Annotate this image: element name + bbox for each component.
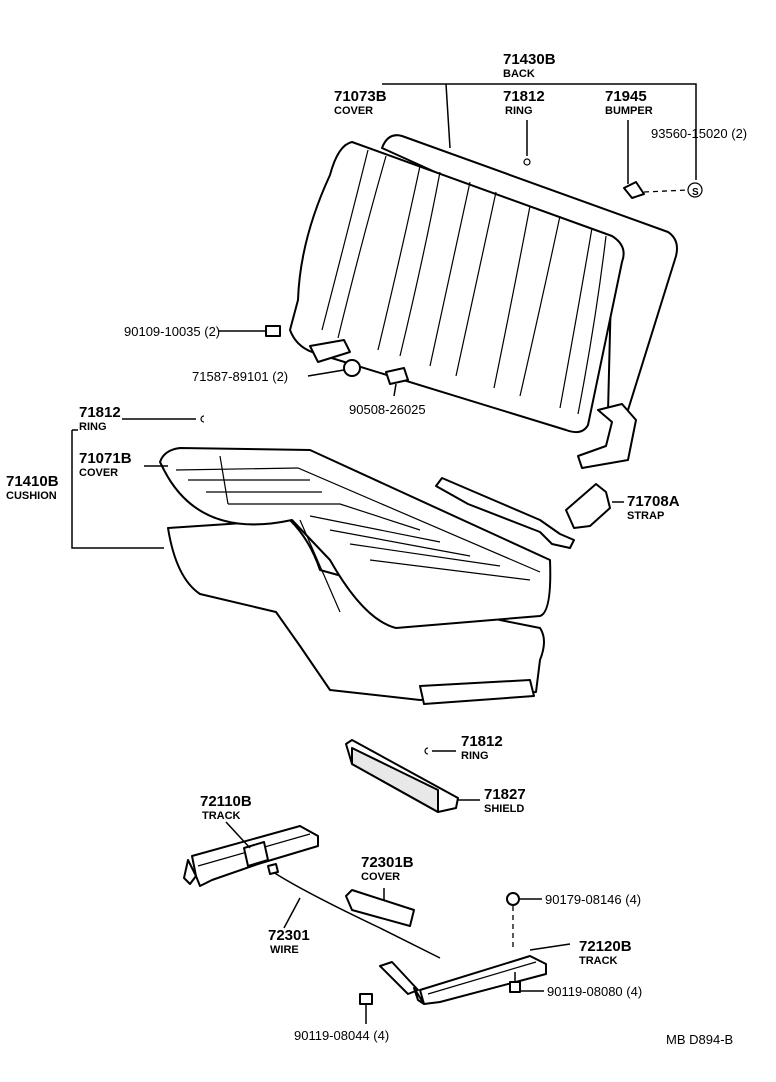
label-bumper: 71945 BUMPER: [605, 88, 653, 117]
label-shield-ring: 71812 RING: [461, 733, 503, 762]
wire-cover-illustration: [345, 889, 415, 927]
svg-text:SHIELD: SHIELD: [484, 803, 524, 815]
label-wire-cover: 72301B COVER: [361, 854, 414, 883]
svg-text:71071B: 71071B: [79, 450, 132, 467]
label-cushion-cover: 71071B COVER: [79, 450, 132, 479]
svg-text:90119-08044 (4): 90119-08044 (4): [294, 1028, 389, 1043]
svg-text:71430B: 71430B: [503, 51, 556, 68]
screw-icon: [687, 182, 703, 198]
svg-text:S: S: [692, 187, 699, 198]
label-wire: 72301 WIRE: [268, 927, 310, 956]
svg-text:90109-10035 (2): 90109-10035 (2): [124, 324, 220, 339]
label-hinge-71587: 71587-89101 (2): [192, 369, 288, 384]
track-right-illustration: [379, 955, 547, 1005]
svg-text:72110B: 72110B: [200, 793, 252, 810]
svg-text:COVER: COVER: [334, 105, 373, 117]
svg-text:71827: 71827: [484, 786, 526, 803]
svg-text:TRACK: TRACK: [579, 955, 618, 967]
svg-text:93560-15020 (2): 93560-15020 (2): [651, 126, 747, 141]
clip-icon: [385, 367, 409, 385]
label-cushion: 71410B CUSHION: [6, 473, 59, 502]
svg-text:72301: 72301: [268, 927, 310, 944]
label-back-cover: 71073B COVER: [334, 88, 387, 117]
svg-text:90179-08146 (4): 90179-08146 (4): [545, 892, 641, 907]
svg-text:71587-89101 (2): 71587-89101 (2): [192, 369, 288, 384]
svg-text:STRAP: STRAP: [627, 510, 664, 522]
svg-text:90119-08080 (4): 90119-08080 (4): [547, 984, 642, 999]
svg-text:RING: RING: [505, 105, 533, 117]
label-strap: 71708A STRAP: [627, 493, 680, 522]
svg-text:WIRE: WIRE: [270, 944, 299, 956]
svg-text:71708A: 71708A: [627, 493, 680, 510]
label-bolt-90119-080: 90119-08080 (4): [547, 984, 642, 999]
footer-code: MB D894-B: [666, 1032, 733, 1047]
wire-illustration: [267, 863, 441, 959]
bolt-icon: [250, 325, 281, 337]
svg-text:CUSHION: CUSHION: [6, 490, 57, 502]
svg-text:COVER: COVER: [79, 467, 118, 479]
svg-text:RING: RING: [461, 750, 489, 762]
label-screw-93560: 93560-15020 (2): [651, 126, 747, 141]
shield-illustration: [345, 739, 459, 813]
svg-text:71073B: 71073B: [334, 88, 387, 105]
washer-icon: [343, 359, 361, 377]
seat-cushion-illustration: [159, 447, 552, 705]
svg-text:72301B: 72301B: [361, 854, 414, 871]
svg-text:COVER: COVER: [361, 871, 400, 883]
svg-text:71812: 71812: [79, 404, 121, 421]
ring-icon: [523, 158, 531, 166]
bolt-icon: [509, 972, 521, 993]
label-back-ring: 71812 RING: [503, 88, 545, 117]
svg-text:72120B: 72120B: [579, 938, 632, 955]
svg-text:TRACK: TRACK: [202, 810, 241, 822]
ring-icon: [200, 415, 205, 423]
bumper-icon: [623, 181, 645, 199]
label-clip-90508: 90508-26025: [349, 402, 426, 417]
svg-text:71945: 71945: [605, 88, 647, 105]
label-bolt-90119-044: 90119-08044 (4): [294, 1028, 389, 1043]
label-bolt-90109: 90109-10035 (2): [124, 324, 220, 339]
svg-text:BUMPER: BUMPER: [605, 105, 653, 117]
label-track-left: 72110B TRACK: [200, 793, 252, 822]
svg-text:RING: RING: [79, 421, 107, 433]
svg-text:71812: 71812: [503, 88, 545, 105]
nut-icon: [506, 892, 520, 906]
svg-text:BACK: BACK: [503, 68, 535, 80]
svg-text:90508-26025: 90508-26025: [349, 402, 426, 417]
ring-icon: [424, 747, 429, 755]
svg-text:71812: 71812: [461, 733, 503, 750]
label-cushion-ring: 71812 RING: [79, 404, 121, 433]
bolt-icon: [359, 993, 373, 1005]
label-shield: 71827 SHIELD: [484, 786, 526, 815]
label-nut-90179: 90179-08146 (4): [545, 892, 641, 907]
label-track-right: 72120B TRACK: [579, 938, 632, 967]
label-back: 71430B BACK: [503, 51, 556, 80]
strap-illustration: [435, 477, 611, 549]
svg-text:71410B: 71410B: [6, 473, 59, 490]
seat-back-illustration: [289, 134, 678, 469]
track-left-illustration: [183, 825, 319, 887]
